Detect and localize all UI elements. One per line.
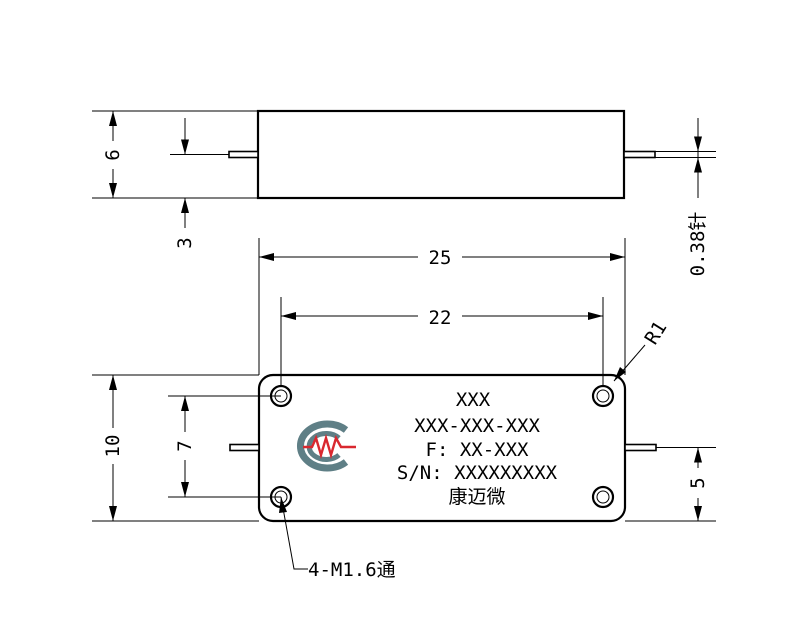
label-line-4: S/N: XXXXXXXXX	[397, 462, 558, 484]
dim-pin-diameter-label: 0.38针	[687, 212, 709, 277]
dim-corner-radius-label: R1	[641, 317, 672, 348]
dim-corner-radius: R1	[613, 317, 672, 382]
logo-ring-outer	[296, 420, 349, 472]
top-view-left-pin	[229, 443, 260, 452]
dim-overall-height-label: 10	[102, 435, 124, 458]
dim-side-height: 6	[102, 111, 124, 198]
dim-hole-spacing-x-label: 22	[429, 307, 452, 329]
mounting-hole-bottom-right	[591, 485, 615, 509]
label-line-3: F: XX-XXX	[426, 439, 530, 461]
side-view-left-pin	[228, 150, 259, 159]
dim-hole-spacing-y: 7	[168, 395, 281, 498]
top-view-right-pin	[624, 443, 657, 452]
dim-pin-offset: 3	[174, 118, 196, 258]
side-view-right-pin	[623, 150, 656, 159]
dim-overall-length: 25	[258, 238, 626, 375]
holes-note-label: 4-M1.6通	[308, 559, 396, 581]
holes-note: 4-M1.6通	[279, 496, 396, 581]
mounting-hole-top-right	[591, 384, 615, 408]
dim-hole-spacing-x: 22	[280, 297, 604, 386]
logo-wave-icon	[303, 433, 356, 460]
label-line-1: XXX	[456, 389, 491, 411]
dim-overall-length-label: 25	[429, 247, 452, 269]
label-line-2: XXX-XXX-XXX	[414, 415, 540, 437]
label-line-5: 康迈微	[448, 486, 505, 508]
side-view: 6 3 0.38针	[92, 109, 716, 276]
side-view-body	[256, 109, 626, 200]
kmw-logo	[296, 420, 356, 472]
dim-pin-diameter: 0.38针	[640, 118, 716, 276]
dim-side-height-label: 6	[102, 149, 124, 160]
dim-hole-spacing-y-label: 7	[174, 440, 196, 451]
dim-pin-height: 5	[625, 447, 716, 522]
dim-overall-height: 10	[92, 374, 259, 522]
top-view: XXX XXX-XXX-XXX F: XX-XXX S/N: XXXXXXXXX…	[229, 373, 657, 523]
dim-pin-offset-label: 3	[174, 237, 196, 248]
dim-pin-height-label: 5	[687, 477, 709, 488]
